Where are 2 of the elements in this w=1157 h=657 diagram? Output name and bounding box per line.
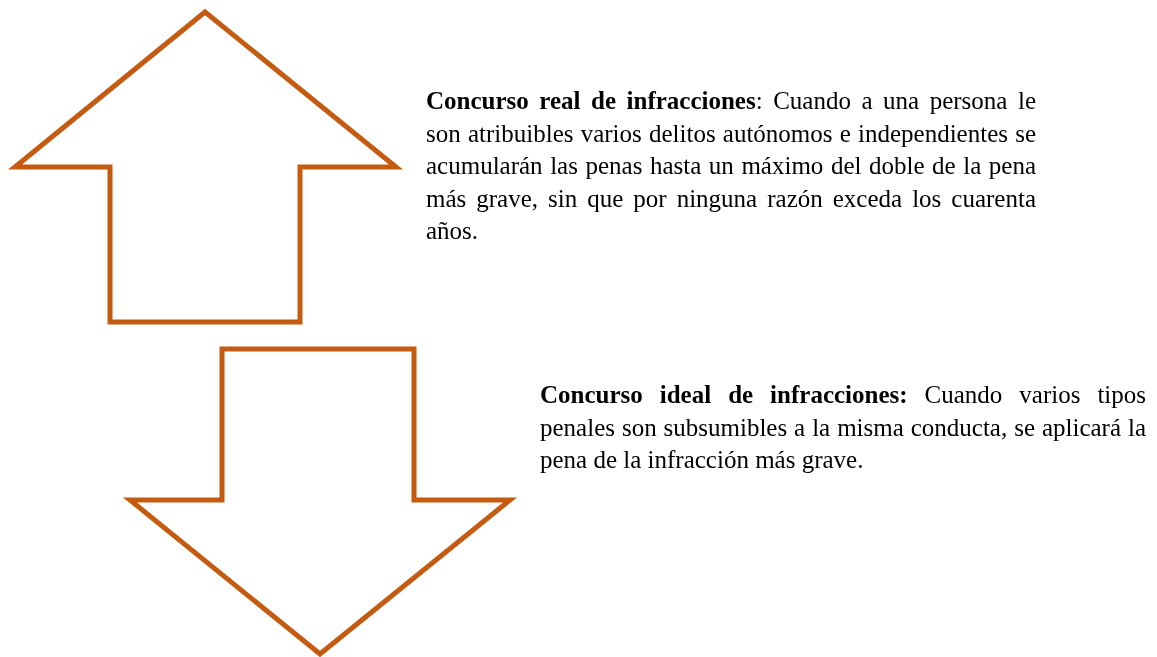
definition-paragraph: Concurso real de infracciones: Cuando a una persona le son atribuibles varios delitos autónomos e independientes se acumularán las penas hasta un máximo del doble de la pena más grave, sin que por ninguna razón exceda los cuarenta años.: [426, 86, 1036, 246]
definition-paragraph: Concurso ideal de infracciones: Cuando varios tipos penales son subsumibles a la misma conducta, se aplicará la pena de la infracción más grave.: [540, 380, 1146, 475]
